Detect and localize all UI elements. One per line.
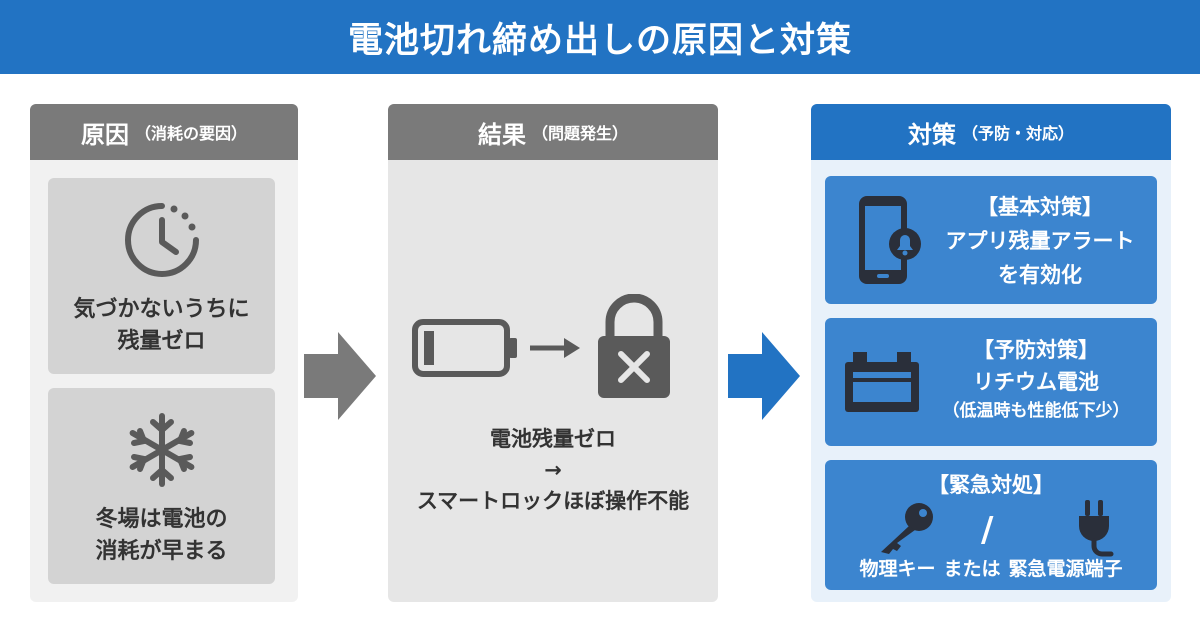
emergency-measure-card: 【緊急対処】 / 物理キーまたは緊急電源端子 [825, 460, 1157, 590]
flow-arrow-gray-icon [304, 332, 376, 420]
empty-battery-icon [412, 319, 517, 377]
prevent-measure-card: 【予防対策】 リチウム電池 （低温時も性能低下少） [825, 318, 1157, 446]
lock-icon [598, 294, 670, 398]
plug-icon [1079, 500, 1114, 557]
result-text: 電池残量ゼロ → スマートロックほぼ操作不能 [416, 427, 690, 513]
result-panel: 結果 （問題発生） 電池残量ゼロ → スマートロックほぼ操作不能 [388, 104, 718, 602]
cause-text: 冬場は電池の 消耗が早まる [95, 507, 228, 564]
cause-panel: 原因 （消耗の要因） 気づかないうちに 残量ゼロ [30, 104, 298, 602]
cause-text: 気づかないうちに 残量ゼロ [73, 297, 250, 354]
cause-header-sub: （消耗の要因） [134, 124, 247, 143]
key-icon [881, 503, 933, 554]
measure-header: 対策 （予防・対応） [811, 104, 1171, 160]
prevent-measure-text: 【予防対策】 リチウム電池 （低温時も性能低下少） [942, 338, 1130, 421]
option-separator: / [981, 510, 994, 550]
result-header-sub: （問題発生） [531, 124, 628, 143]
flow-arrow-blue-icon [728, 332, 800, 420]
result-header-label: 結果 [477, 120, 526, 149]
battery-to-lock-graphic [412, 294, 670, 398]
snowflake-icon [129, 413, 194, 487]
measure-header-label: 対策 [907, 120, 956, 149]
right-arrow-icon [530, 338, 580, 358]
measure-header-sub: （予防・対応） [961, 124, 1074, 143]
car-battery-icon [845, 352, 919, 412]
cause-header-label: 原因 [80, 120, 129, 149]
cause-card-winter: 冬場は電池の 消耗が早まる [48, 388, 275, 584]
cause-card-battery-unnoticed: 気づかないうちに 残量ゼロ [48, 178, 275, 374]
result-header: 結果 （問題発生） [388, 104, 718, 160]
emergency-measure-options: 物理キーまたは緊急電源端子 [859, 558, 1123, 580]
basic-measure-text: 【基本対策】 アプリ残量アラート を有効化 [945, 195, 1135, 287]
page-title: 電池切れ締め出しの原因と対策 [0, 0, 1200, 74]
clock-icon [124, 203, 199, 277]
emergency-measure-label: 【緊急対処】 [928, 473, 1054, 497]
cause-header: 原因 （消耗の要因） [30, 104, 298, 160]
basic-measure-card: 【基本対策】 アプリ残量アラート を有効化 [825, 176, 1157, 304]
phone-alert-icon [859, 196, 921, 284]
measure-panel: 対策 （予防・対応） 【基本対策】 アプリ残量アラート を有効化 【予防対策】 リ… [811, 104, 1171, 602]
